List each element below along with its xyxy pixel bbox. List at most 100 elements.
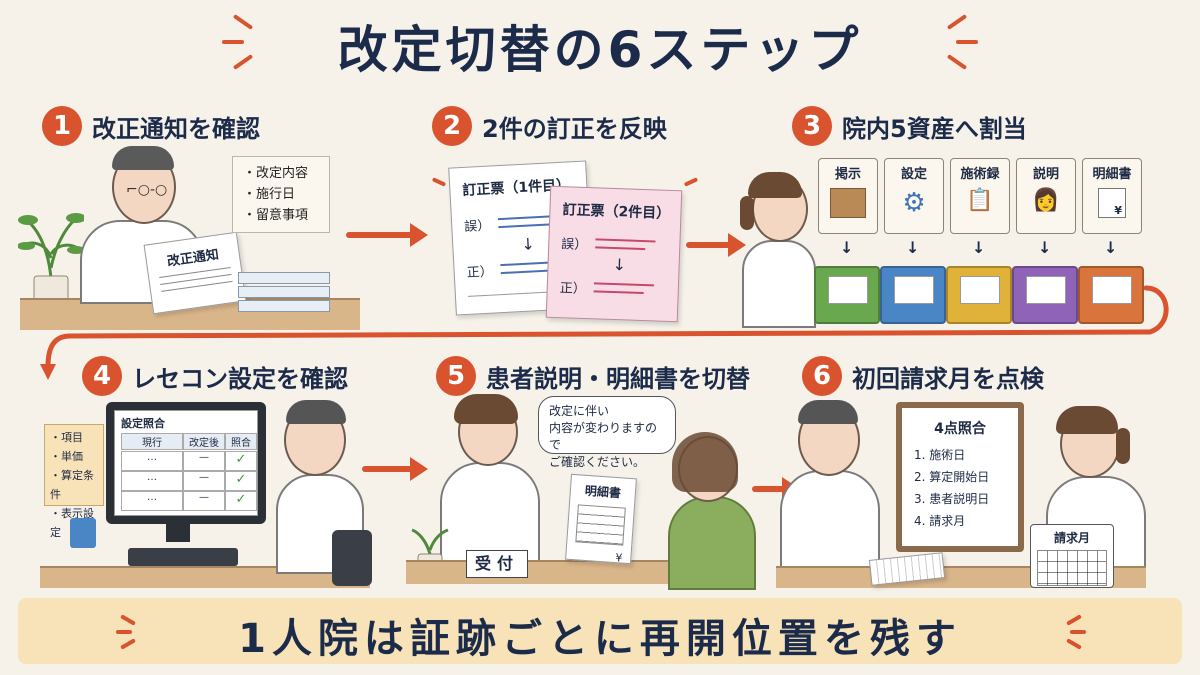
- staff-hair: [454, 394, 518, 424]
- table-row: … — ✓: [121, 491, 257, 511]
- asset-tray: [1078, 266, 1144, 324]
- asset-tray: [946, 266, 1012, 324]
- step-number-badge: 5: [436, 356, 476, 396]
- right-label: 正）: [466, 264, 494, 281]
- footer-message: 1人院は証跡ごとに再開位置を残す: [238, 616, 962, 662]
- step-number-badge: 1: [42, 106, 82, 146]
- down-arrow-icon: ↓: [1104, 238, 1118, 257]
- monitor-stand: [166, 524, 190, 542]
- reception-counter: [406, 560, 676, 584]
- step-number-badge: 6: [802, 356, 842, 396]
- table-header: 現行: [121, 433, 183, 450]
- asset-tray: [880, 266, 946, 324]
- correction-card-title: 訂正票（2件目）: [562, 202, 671, 222]
- person-icon: 👩: [1032, 188, 1060, 213]
- asset-card: 明細書 ¥: [1082, 158, 1142, 234]
- speech-line: 内容が変わりますので: [549, 421, 658, 452]
- emphasis-mark: [431, 177, 447, 187]
- screen-title: 設定照合: [121, 417, 165, 430]
- checklist-item: ・算定条件: [50, 469, 94, 501]
- table-row: … — ✓: [121, 471, 257, 491]
- clinician-hair: [112, 146, 174, 170]
- statement-document: 明細書 ¥: [565, 473, 637, 565]
- step-label: 患者説明・明細書を切替: [486, 364, 750, 393]
- flow-arrow: [752, 477, 800, 501]
- speech-line: 改定に伴い: [549, 404, 610, 418]
- table-row: … — ✓: [121, 451, 257, 471]
- down-arrow-icon: ↓: [1038, 238, 1052, 257]
- emphasis-mark: [116, 630, 132, 634]
- asset-card: 説明 👩: [1016, 158, 1076, 234]
- board-item: 3. 患者説明日: [914, 492, 990, 506]
- staff-hair: [748, 172, 802, 198]
- asset-tray: [814, 266, 880, 324]
- gear-icon: ⚙: [902, 188, 926, 218]
- checklist-item: ・項目: [50, 431, 83, 444]
- settings-screen: 設定照合 現行 改定後 照合 … — ✓ … — ✓ … — ✓: [114, 410, 258, 516]
- pen-cup: [70, 518, 96, 548]
- wrong-label: 誤）: [463, 218, 491, 235]
- calendar-title: 請求月: [1053, 531, 1090, 545]
- down-arrow-icon: ↓: [972, 238, 986, 257]
- down-arrow-icon: ↓: [520, 234, 536, 254]
- patient-hair: [672, 432, 738, 492]
- flow-connector: [40, 284, 1180, 384]
- asset-card: 掲示: [818, 158, 878, 234]
- board-item: 1. 施術日: [914, 448, 966, 462]
- step-label: レセコン設定を確認: [132, 364, 348, 393]
- clinician-hair: [286, 400, 346, 424]
- checklist-item: ・施行日: [243, 187, 296, 202]
- board-item: 4. 請求月: [914, 514, 966, 528]
- speech-bubble: 改定に伴い 内容が変わりますので ご確認ください。: [538, 396, 676, 469]
- emphasis-mark: [1070, 630, 1086, 634]
- receipt-icon: ¥: [1098, 188, 1126, 218]
- asset-card: 設定 ⚙: [884, 158, 944, 234]
- checklist-item: ・表示設定: [50, 507, 94, 539]
- asset-label: 明細書: [1092, 167, 1132, 182]
- title-burst-mark: [222, 40, 244, 44]
- checklist-item: ・単価: [50, 450, 83, 463]
- board-item: 2. 算定開始日: [914, 470, 990, 484]
- step-number-badge: 2: [432, 106, 472, 146]
- monitor: 設定照合 現行 改定後 照合 … — ✓ … — ✓ … — ✓: [106, 402, 266, 524]
- step-4-header: 4 レセコン設定を確認: [82, 356, 348, 396]
- asset-tray: [1012, 266, 1078, 324]
- step-number-badge: 3: [792, 106, 832, 146]
- asset-label: 設定: [900, 167, 927, 182]
- clinician-body: [780, 470, 880, 574]
- reception-sign: 受付: [466, 550, 528, 578]
- calendar: 請求月: [1030, 524, 1114, 588]
- title-burst-mark: [956, 40, 978, 44]
- bulletin-board-icon: [830, 188, 866, 218]
- asset-label: 掲示: [834, 167, 861, 182]
- step-5-header: 5 患者説明・明細書を切替: [436, 356, 750, 396]
- footer-banner: 1人院は証跡ごとに再開位置を残す: [18, 598, 1182, 664]
- asset-label: 施術録: [960, 167, 1000, 182]
- staff-ponytail: [740, 196, 754, 230]
- step-1-header: 1 改正通知を確認: [42, 106, 260, 146]
- keyboard: [128, 548, 238, 566]
- clipboard-icon: 📋: [966, 188, 994, 213]
- wrong-label: 誤）: [561, 237, 588, 254]
- step-label: 院内5資産へ割当: [842, 114, 1027, 143]
- step-6-header: 6 初回請求月を点検: [802, 356, 1044, 396]
- step-2-header: 2 2件の訂正を反映: [432, 106, 667, 146]
- step-label: 2件の訂正を反映: [482, 114, 667, 143]
- patient-body: [668, 496, 756, 590]
- page-title: 改定切替の6ステップ: [337, 21, 863, 79]
- emphasis-mark: [683, 177, 699, 187]
- table-header: 照合: [225, 433, 257, 450]
- step-3-header: 3 院内5資産へ割当: [792, 106, 1027, 146]
- step-label: 初回請求月を点検: [852, 364, 1044, 393]
- statement-title: 明細書: [584, 483, 622, 501]
- down-arrow-icon: ↓: [612, 254, 627, 275]
- step-label: 改正通知を確認: [92, 114, 260, 143]
- glasses-icon: ⌐○-○: [126, 182, 168, 198]
- clinician-hair: [798, 400, 858, 424]
- binder-stack: [238, 272, 330, 312]
- step-number-badge: 4: [82, 356, 122, 396]
- checklist-item: ・改定内容: [243, 166, 309, 181]
- checklist-board: 4点照合 1. 施術日 2. 算定開始日 3. 患者説明日 4. 請求月: [896, 402, 1024, 552]
- flow-arrow: [686, 233, 746, 257]
- staff-ponytail: [1116, 428, 1130, 464]
